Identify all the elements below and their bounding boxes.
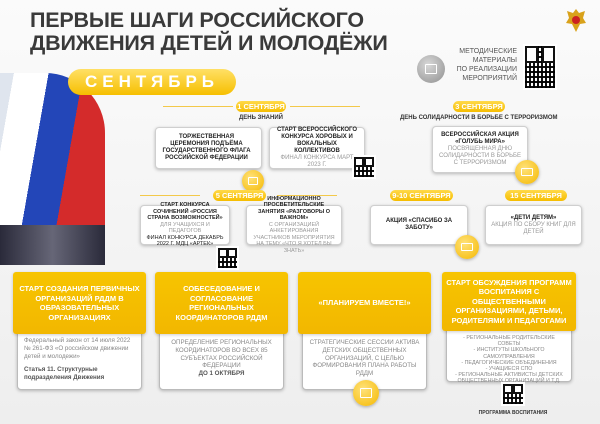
event-card-title: ТОРЖЕСТВЕННАЯ ЦЕРЕМОНИЯ ПОДЪЁМА ГОСУДАРС…	[162, 134, 251, 161]
folder-icon[interactable]	[353, 380, 379, 406]
list-item: - РЕГИОНАЛЬНЫЕ АКТИВИСТЫ ДЕТСКИХ ОБЩЕСТВ…	[455, 372, 563, 385]
event-card-title: СТАРТ КОНКУРСА СОЧИНЕНИЙ «РОССИЯ СТРАНА …	[147, 202, 223, 222]
event-card: «ДЕТИ ДЕТЯМ»АКЦИЯ ПО СБОРУ КНИГ ДЛЯ ДЕТЕ…	[485, 205, 582, 245]
column-body-bold: Статья 11. Структурные подразделения Дви…	[24, 366, 105, 382]
materials-line: МАТЕРИАЛЫ	[472, 57, 517, 64]
event-card-title: АКЦИЯ «СПАСИБО ЗА ЗАБОТУ»	[385, 218, 453, 231]
date-badge: 3 СЕНТЯБРЯ	[453, 101, 505, 112]
event-card-subtitle: ФИНАЛ КОНКУРСА МАРТ 2023 Г.	[280, 155, 354, 168]
event-card-title: ВСЕРОССИЙСКАЯ АКЦИЯ «ГОЛУБЬ МИРА»	[441, 132, 519, 145]
list-item: - ПЕДАГОГИЧЕСКИЕ ОБЪЕДИНЕНИЯ	[461, 359, 557, 366]
qr-code[interactable]	[352, 155, 376, 179]
flag-ceremony-photo	[0, 73, 105, 265]
title-line-1: ПЕРВЫЕ ШАГИ РОССИЙСКОГО	[30, 8, 364, 32]
column-body: Федеральный закон от 14 июля 2022 № 261-…	[17, 328, 142, 390]
event-card-title: «ДЕТИ ДЕТЯМ»	[510, 214, 557, 221]
folder-icon[interactable]	[242, 170, 264, 192]
list-item: - РЕГИОНАЛЬНЫЕ РОДИТЕЛЬСКИЕ СОВЕТЫ	[463, 335, 555, 348]
event-card: СТАРТ КОНКУРСА СОЧИНЕНИЙ «РОССИЯ СТРАНА …	[140, 202, 230, 248]
column-body-text: ОПРЕДЕЛЕНИЕ РЕГИОНАЛЬНЫХ КООРДИНАТОРОВ В…	[171, 339, 272, 370]
materials-line: ПО РЕАЛИЗАЦИИ	[456, 66, 517, 73]
divider	[140, 195, 200, 196]
event-card-title: ИНФОРМАЦИОННО ПРОСВЕТИТЕЛЬСКИЕ ЗАНЯТИЯ «…	[257, 195, 331, 222]
event-card: ВСЕРОССИЙСКАЯ АКЦИЯ «ГОЛУБЬ МИРА»ПОСВЯЩЕ…	[432, 126, 528, 173]
folder-icon[interactable]	[515, 160, 539, 184]
materials-folder-icon[interactable]	[417, 55, 445, 83]
column-header: «ПЛАНИРУЕМ ВМЕСТЕ!»	[298, 272, 431, 334]
materials-qr-code[interactable]	[523, 44, 557, 90]
emblem-icon	[566, 9, 586, 32]
column-header: СТАРТ ОБСУЖДЕНИЯ ПРОГРАММ ВОСПИТАНИЯ С О…	[442, 272, 576, 331]
column-body-text: Федеральный закон от 14 июля 2022 № 261-…	[24, 337, 131, 360]
qr-code[interactable]	[216, 246, 239, 270]
event-card: АКЦИЯ «СПАСИБО ЗА ЗАБОТУ»	[370, 205, 468, 245]
date-badge: 9-10 СЕНТЯБРЯ	[390, 190, 453, 201]
event-card-final: ФИНАЛ КОНКУРСА ДЕКАБРЬ 2022 Г. МДЦ «АРТЕ…	[146, 234, 224, 248]
column-header: СОБЕСЕДОВАНИЕ И СОГЛАСОВАНИЕ РЕГИОНАЛЬНЫ…	[155, 272, 288, 334]
event-card-subtitle: С ОРГАНИЗАЦИЕЙ АНКЕТИРОВАНИЯ УЧАСТНИКОВ …	[253, 221, 335, 254]
column-body: - РЕГИОНАЛЬНЫЕ РОДИТЕЛЬСКИЕ СОВЕТЫ- ИНСТ…	[446, 325, 572, 385]
divider	[277, 195, 337, 196]
qr-label: ПРОГРАММА ВОСПИТАНИЯ	[478, 410, 548, 416]
divider	[290, 106, 360, 107]
event-card-subtitle: ДЛЯ УЧАЩИХСЯ И ПЕДАГОГОВ	[160, 221, 210, 235]
event-card: СТАРТ ВСЕРОССИЙСКОГО КОНКУРСА ХОРОВЫХ И …	[269, 127, 365, 169]
event-card: ТОРЖЕСТВЕННАЯ ЦЕРЕМОНИЯ ПОДЪЁМА ГОСУДАРС…	[155, 127, 262, 169]
folder-icon[interactable]	[455, 235, 479, 259]
qr-code[interactable]	[501, 382, 525, 406]
date-badge: 15 СЕНТЯБРЯ	[505, 190, 567, 201]
event-day-label: ДЕНЬ ЗНАНИЙ	[239, 115, 283, 121]
list-item: - ИНСТИТУТЫ ШКОЛЬНОГО САМОУПРАВЛЕНИЯ	[473, 347, 545, 360]
title-line-2: ДВИЖЕНИЯ ДЕТЕЙ И МОЛОДЁЖИ	[30, 31, 388, 55]
column-header: СТАРТ СОЗДАНИЯ ПЕРВИЧНЫХ ОРГАНИЗАЦИЙ РДД…	[13, 272, 146, 334]
column-body: ОПРЕДЕЛЕНИЕ РЕГИОНАЛЬНЫХ КООРДИНАТОРОВ В…	[159, 328, 284, 390]
column-body: СТРАТЕГИЧЕСКИЕ СЕССИИ АКТИВА ДЕТСКИХ ОБЩ…	[302, 328, 427, 390]
divider	[163, 106, 233, 107]
month-banner: СЕНТЯБРЬ	[68, 69, 236, 95]
event-card-subtitle: ПОСВЯЩЕННАЯ ДНЮ СОЛИДАРНОСТИ В БОРЬБЕ С …	[439, 146, 521, 166]
event-day-label: ДЕНЬ СОЛИДАРНОСТИ В БОРЬБЕ С ТЕРРОРИЗМОМ	[400, 115, 558, 121]
materials-line: МЕТОДИЧЕСКИЕ	[459, 48, 517, 55]
column-body-bold: ДО 1 ОКТЯБРЯ	[198, 370, 245, 378]
event-card: ИНФОРМАЦИОННО ПРОСВЕТИТЕЛЬСКИЕ ЗАНЯТИЯ «…	[246, 196, 342, 254]
date-badge: 1 СЕНТЯБРЯ	[236, 101, 286, 112]
date-badge: 5 СЕНТЯБРЯ	[213, 190, 266, 201]
event-card-title: СТАРТ ВСЕРОССИЙСКОГО КОНКУРСА ХОРОВЫХ И …	[276, 127, 358, 154]
materials-label: МЕТОДИЧЕСКИЕ МАТЕРИАЛЫ ПО РЕАЛИЗАЦИИ МЕРОПР…	[445, 47, 517, 83]
list-item: - УЧАЩИЕСЯ СПО	[485, 366, 533, 373]
materials-line: МЕРОПРИЯТИЙ	[462, 75, 517, 82]
event-card-subtitle: АКЦИЯ ПО СБОРУ КНИГ ДЛЯ ДЕТЕЙ	[491, 221, 576, 235]
